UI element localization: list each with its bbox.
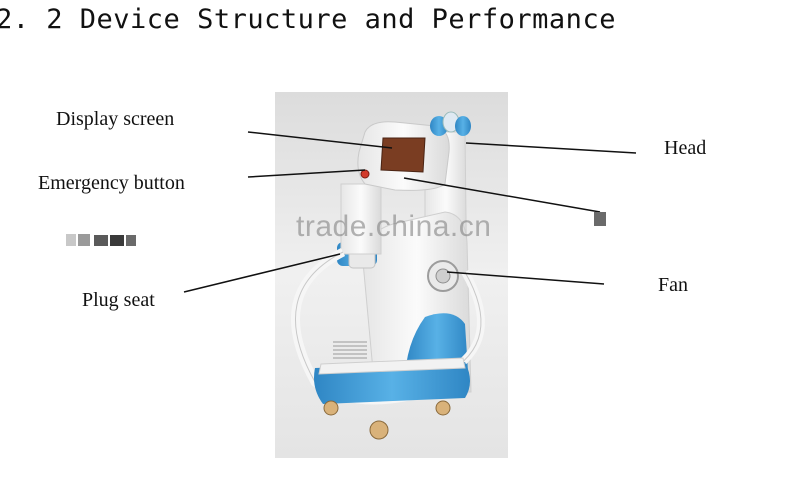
label-fan: Fan [658, 274, 688, 297]
obscured-label-mark-right [592, 210, 608, 228]
label-head: Head [664, 137, 706, 160]
obscured-label-mark [66, 232, 138, 248]
label-display-screen: Display screen [56, 108, 174, 131]
label-plug-seat: Plug seat [82, 289, 155, 312]
label-emergency-button: Emergency button [38, 172, 185, 195]
leader-display-screen [248, 132, 392, 148]
leader-emergency-button [248, 170, 365, 177]
leader-head [466, 143, 636, 153]
leader-unlabeled [404, 178, 600, 212]
leader-fan [447, 272, 604, 284]
leader-plug-seat [184, 254, 340, 292]
